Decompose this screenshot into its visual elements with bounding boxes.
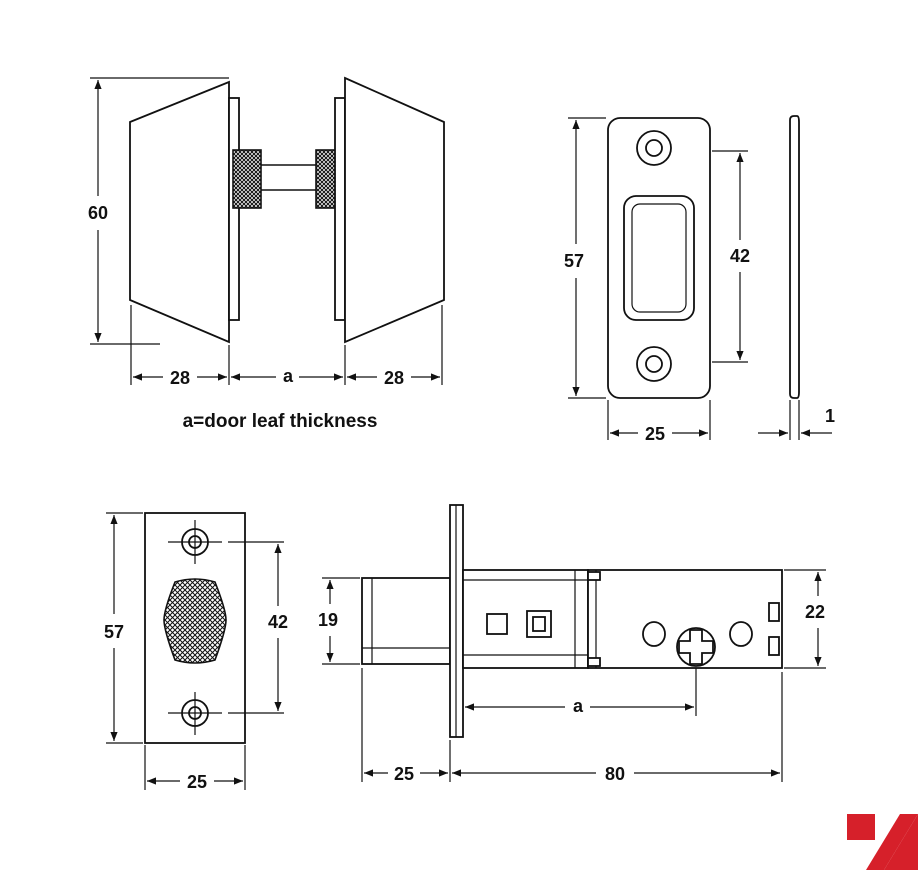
caption-door-leaf: a=door leaf thickness (183, 411, 378, 432)
latch-bolt (361, 577, 451, 665)
dim-latch-face-width: 25 (187, 772, 207, 792)
dim-knob-height: 60 (88, 203, 108, 223)
spindle-cross-icon (678, 629, 714, 665)
dim-strike-hole-spacing: 42 (730, 246, 750, 266)
strike-front-view: 57 42 25 (564, 117, 750, 444)
strike-top-hole-inner (645, 139, 663, 157)
case-slot-bottom (768, 636, 780, 656)
case-left-hole (642, 621, 666, 647)
case-tab (587, 571, 601, 581)
latch-square-hole (486, 613, 508, 635)
brand-logo-square (847, 814, 875, 840)
brand-logo-slant-bar (866, 814, 918, 870)
dim-latch-face-height: 57 (104, 622, 124, 642)
case-tab (587, 657, 601, 667)
latch-side-view: 19 22 a 25 80 (318, 504, 826, 784)
dim-latch-hole-spacing: 42 (268, 612, 288, 632)
dim-knob-left-depth: 28 (170, 368, 190, 388)
dim-strike-height: 57 (564, 251, 584, 271)
latch-face-view: 57 42 25 (104, 512, 288, 792)
left-knob (129, 80, 230, 344)
strike-side-view: 1 (758, 115, 835, 440)
dim-bolt-projection: 25 (394, 764, 414, 784)
brand-logo (847, 814, 918, 870)
knob-view: 60 28 a 28 a=door leaf thickness (88, 76, 445, 432)
strike-bottom-hole-inner (645, 355, 663, 373)
dim-backset: a (573, 696, 584, 716)
left-knurled-sleeve (232, 149, 262, 209)
latch-bolt-mesh (163, 578, 227, 664)
dim-strike-thickness: 1 (825, 406, 835, 426)
dim-bolt-height: 19 (318, 610, 338, 630)
right-knob (344, 76, 445, 344)
latch-tube (462, 569, 589, 669)
dim-knob-gap: a (283, 366, 294, 386)
dim-case-length: 80 (605, 764, 625, 784)
case-slot-top (768, 602, 780, 622)
latch-square-hole-inner (532, 616, 546, 632)
latch-square-hole-outer (526, 610, 552, 638)
dim-case-height: 22 (805, 602, 825, 622)
strike-side-profile (789, 115, 800, 399)
strike-bolt-opening-inner (631, 203, 687, 313)
right-rose (334, 97, 346, 321)
left-rose (228, 97, 240, 321)
strike-bolt-opening-outer (623, 195, 695, 321)
dim-strike-width: 25 (645, 424, 665, 444)
dim-knob-right-depth: 28 (384, 368, 404, 388)
case-right-hole (729, 621, 753, 647)
